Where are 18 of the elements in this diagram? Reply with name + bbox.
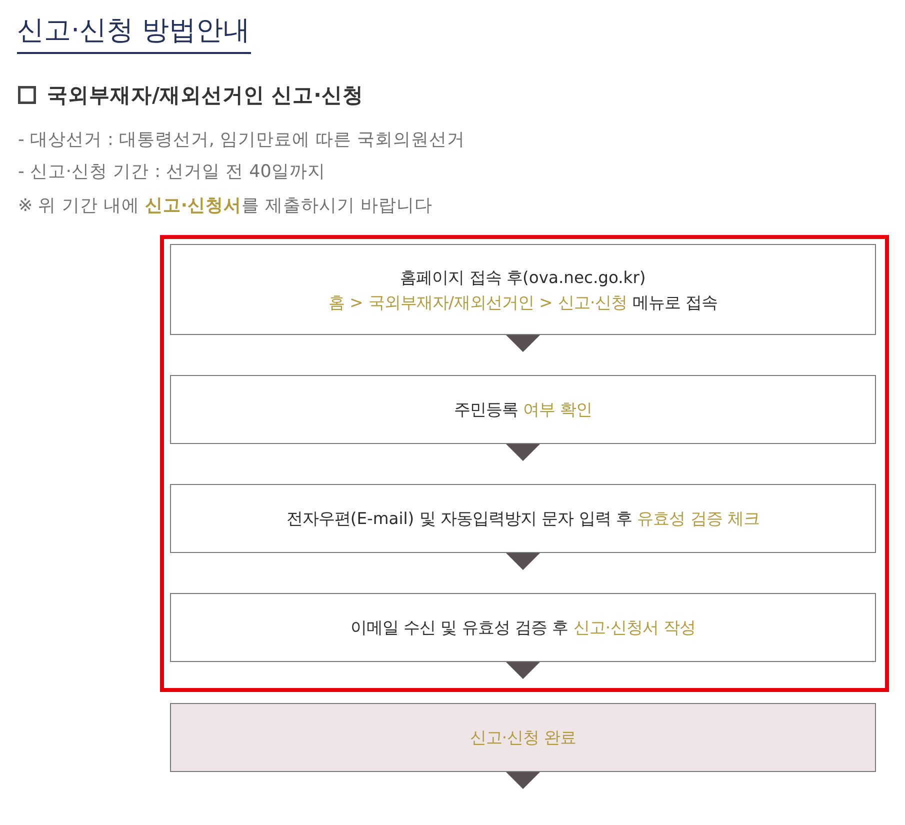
section-heading: 국외부재자/재외선거인 신고·신청 — [47, 82, 364, 108]
process-box — [170, 484, 876, 553]
step-text: 홈페이지 접속 후(ova.nec.go.kr) — [400, 266, 646, 288]
process-box — [170, 375, 876, 444]
process-box — [170, 593, 876, 662]
step-text: 홈 > 국외부재자/재외선거인 > 신고·신청 메뉴로 접속 — [328, 292, 718, 314]
process-box — [170, 244, 876, 335]
note-text: - 신고·신청 기간 : 선거일 전 40일까지 — [18, 161, 326, 183]
highlight-frame — [160, 235, 889, 692]
page-title: 신고·신청 방법안내 — [17, 13, 252, 54]
note-text: ※ 위 기간 내에 신고·신청서를 제출하시기 바랍니다 — [18, 195, 433, 217]
step-text: 신고·신청 완료 — [470, 727, 576, 749]
arrow — [506, 772, 540, 789]
note-text: - 대상선거 : 대통령선거, 임기만료에 따른 국회의원선거 — [18, 129, 466, 151]
step-text: 이메일 수신 및 유효성 검증 후 신고·신청서 작성 — [350, 617, 696, 639]
step-text: 주민등록 여부 확인 — [454, 399, 592, 421]
process-box — [170, 703, 876, 772]
step-text: 전자우편(E-mail) 및 자동입력방지 문자 입력 후 유효성 검증 체크 — [286, 508, 760, 530]
